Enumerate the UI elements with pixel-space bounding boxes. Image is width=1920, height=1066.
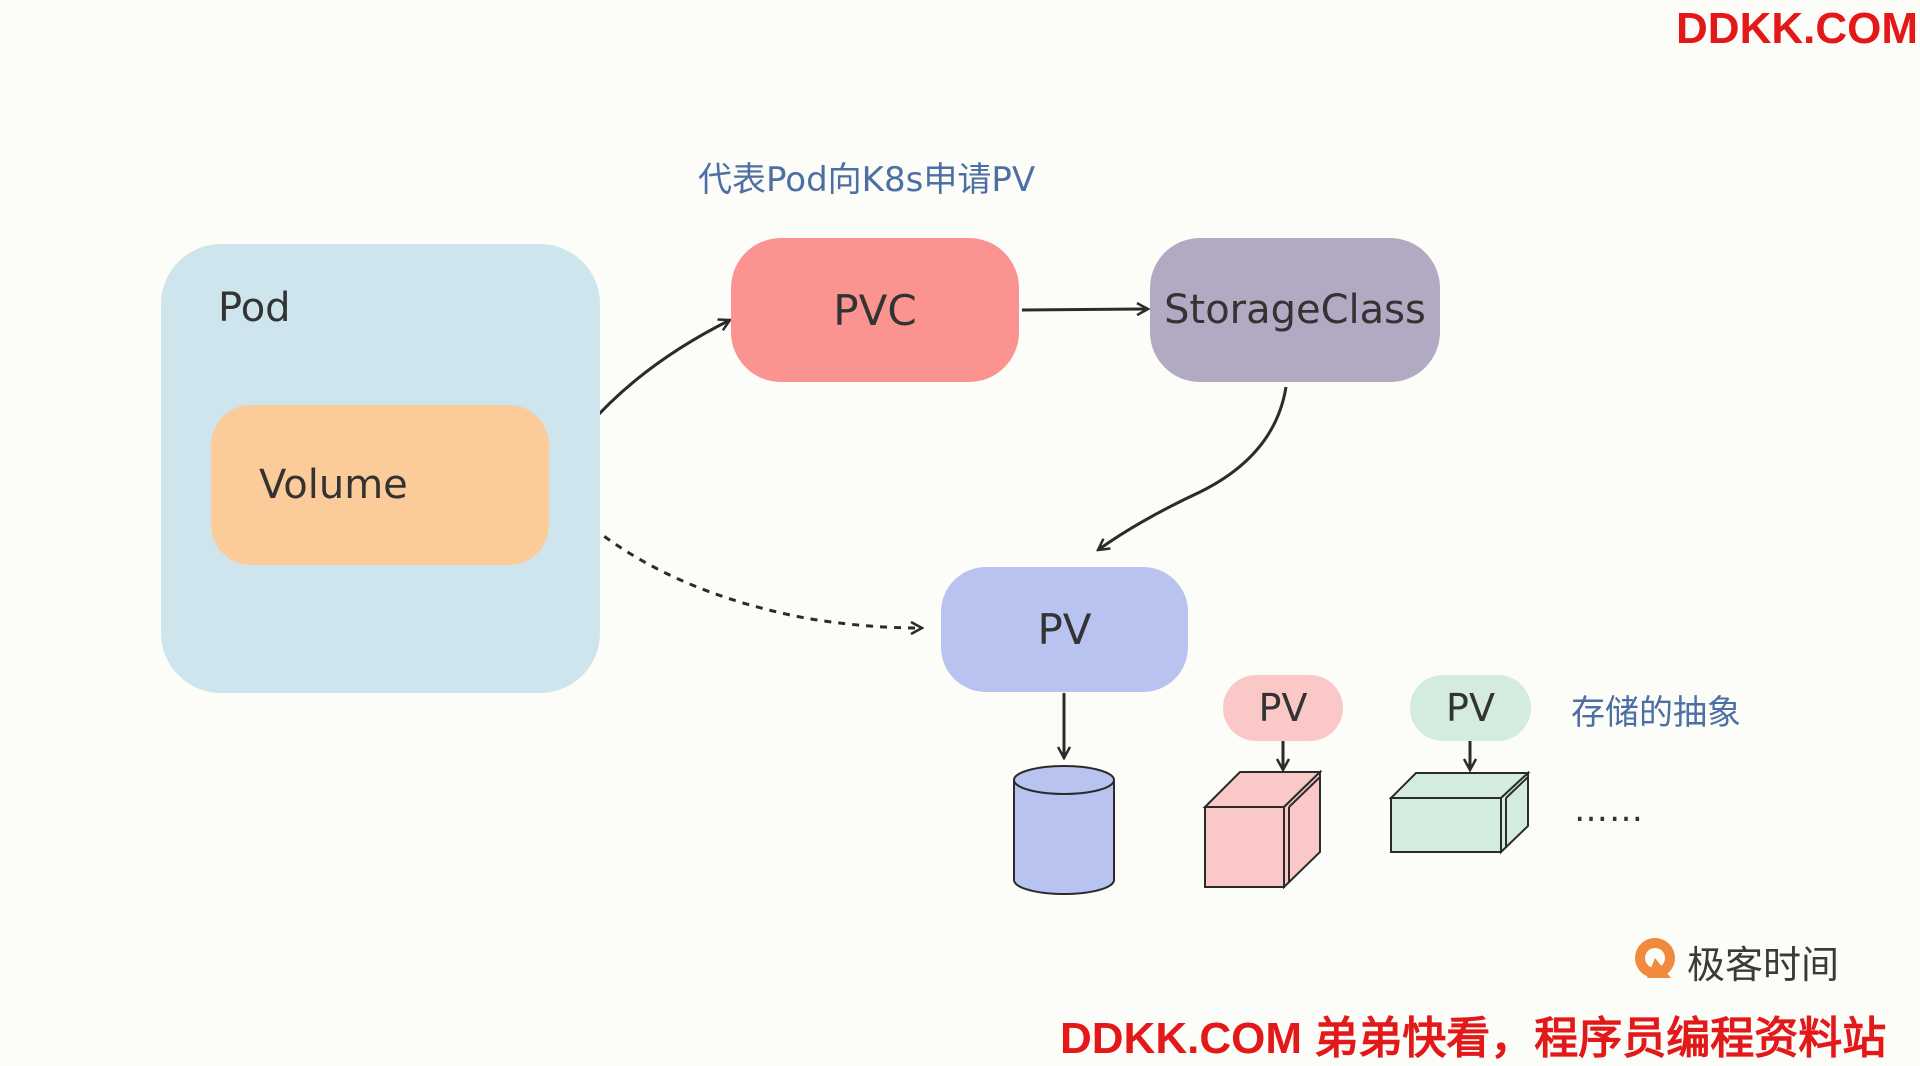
pvc-caption: 代表Pod向K8s申请PV <box>698 160 1036 200</box>
arrow-storageclass-to-pv <box>1098 386 1288 550</box>
pv-green-node: PV <box>1410 675 1531 741</box>
watermark-bottom: DDKK.COM 弟弟快看，程序员编程资料站 <box>1060 1014 1887 1063</box>
cylinder-storage-icon <box>1013 765 1115 895</box>
geektime-logo: 极客时间 <box>1633 934 1839 989</box>
arrow-volume-to-pv-dashed <box>550 488 922 628</box>
green-box-storage-icon <box>1388 770 1531 855</box>
volume-label: Volume <box>259 462 408 508</box>
geektime-logo-icon <box>1635 938 1675 978</box>
storage-abstraction-caption: 存储的抽象 <box>1571 693 1741 733</box>
logo-mark-spacer <box>1633 938 1681 986</box>
logo-text: 极客时间 <box>1687 943 1840 987</box>
pvc-node: PVC <box>731 238 1019 382</box>
pink-cube-storage-icon <box>1202 769 1323 890</box>
storageclass-label: StorageClass <box>1164 287 1426 333</box>
pod-label: Pod <box>218 285 291 331</box>
volume-node: Volume <box>211 405 549 565</box>
pvc-label: PVC <box>833 285 917 335</box>
pv-pink-label: PV <box>1258 686 1308 730</box>
watermark-top: DDKK.COM <box>1676 4 1918 53</box>
pv-label: PV <box>1037 605 1092 654</box>
pv-pink-node: PV <box>1223 675 1343 741</box>
arrow-pvc-to-storageclass <box>1021 309 1148 310</box>
storageclass-node: StorageClass <box>1150 238 1440 382</box>
pv-node: PV <box>941 567 1188 692</box>
ellipsis-text: …… <box>1574 790 1644 830</box>
pv-green-label: PV <box>1446 686 1495 730</box>
